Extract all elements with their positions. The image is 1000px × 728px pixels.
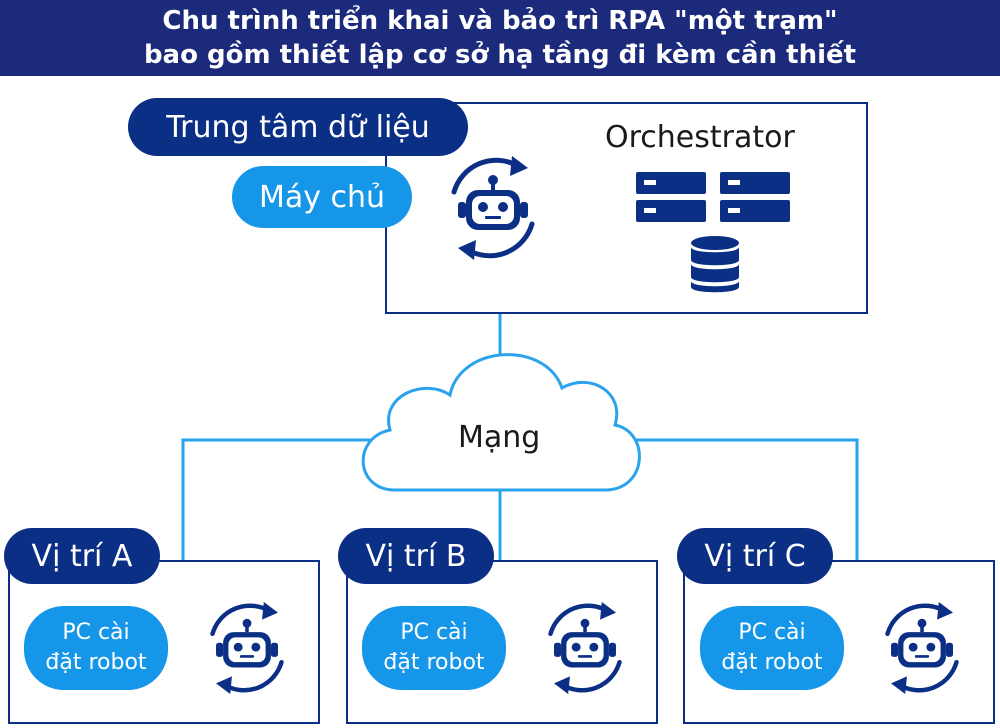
robot-cycle-icon: [451, 156, 535, 260]
location-c-pc-pill: PC cài đặt robot: [700, 606, 844, 690]
location-a-pill: Vị trí A: [4, 528, 160, 584]
server-label: Máy chủ: [258, 179, 386, 215]
location-b-pc-line1: PC cài: [400, 620, 468, 645]
location-c-name: Vị trí C: [704, 538, 806, 574]
cloud-icon: [361, 353, 641, 492]
title-line-1: Chu trình triển khai và bảo trì RPA "một…: [162, 6, 838, 36]
title-line-2: bao gồm thiết lập cơ sở hạ tầng đi kèm c…: [143, 40, 857, 70]
robot-cycle-icon: [885, 601, 959, 695]
location-c-pc-line1: PC cài: [738, 620, 806, 645]
robot-cycle-icon: [548, 601, 622, 695]
database-icon: [691, 236, 739, 293]
location-b-name: Vị trí B: [365, 538, 467, 574]
connector-location-c: [630, 438, 859, 560]
diagram-title: Chu trình triển khai và bảo trì RPA "một…: [0, 0, 1000, 76]
location-c-pill: Vị trí C: [677, 528, 833, 584]
server-pill: Máy chủ: [232, 166, 412, 228]
location-a-pc-line1: PC cài: [62, 620, 130, 645]
server-rack-icon: [636, 172, 790, 222]
location-a-name: Vị trí A: [31, 538, 133, 574]
network-label: Mạng: [458, 420, 541, 455]
datacenter-title: Trung tâm dữ liệu: [166, 109, 430, 145]
location-b-pill: Vị trí B: [338, 528, 494, 584]
location-a-pc-pill: PC cài đặt robot: [24, 606, 168, 690]
location-a-pc-line2: đặt robot: [45, 650, 147, 675]
location-b-pc-pill: PC cài đặt robot: [362, 606, 506, 690]
datacenter-title-pill: Trung tâm dữ liệu: [128, 98, 468, 156]
orchestrator-label: Orchestrator: [605, 120, 795, 155]
location-c-pc-line2: đặt robot: [721, 650, 823, 675]
connector-location-a: [181, 438, 370, 560]
location-b-pc-line2: đặt robot: [383, 650, 485, 675]
robot-cycle-icon: [210, 601, 284, 695]
